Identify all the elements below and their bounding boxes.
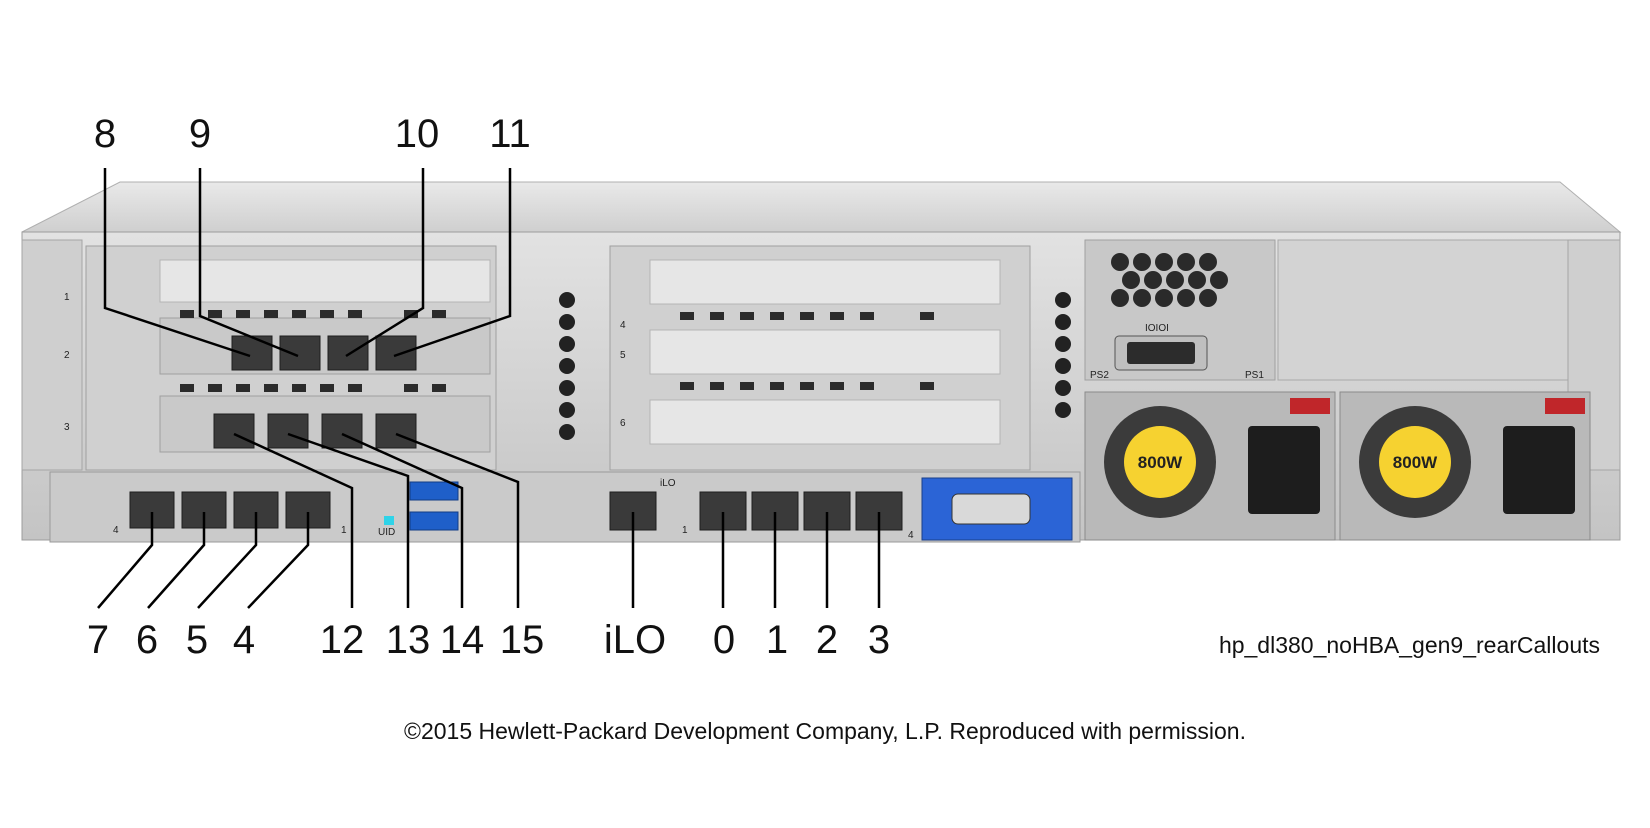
callout-14: 14 — [439, 618, 485, 662]
serial-port-socket — [1127, 342, 1195, 364]
callout-4: 4 — [232, 618, 256, 662]
slot-6-label: 6 — [620, 418, 626, 429]
fan-grille-icon — [1111, 253, 1228, 307]
callout-3: 3 — [867, 618, 891, 662]
psu-2-latch — [1290, 398, 1330, 414]
usb-port-bottom — [409, 511, 459, 531]
hex-vent-column-left — [559, 292, 575, 440]
callout-6: 6 — [135, 618, 159, 662]
leader-8 — [103, 168, 251, 358]
callout-9: 9 — [188, 112, 212, 156]
callout-12: 12 — [319, 618, 365, 662]
psu-1-power-inlet — [1503, 426, 1575, 514]
callout-7: 7 — [86, 618, 110, 662]
callout-ilo: iLO — [603, 618, 667, 662]
leader-10 — [345, 168, 425, 358]
leader-15 — [395, 432, 520, 608]
psu-1-watt-label: 800W — [1393, 453, 1438, 472]
hex-vent-column-right — [1055, 292, 1071, 418]
pcie-slot-1-cover — [159, 259, 491, 303]
slot-1-label: 1 — [64, 292, 70, 303]
callout-11: 11 — [489, 112, 531, 156]
uid-led — [384, 516, 394, 525]
leader-14 — [341, 432, 464, 608]
psu-2-fan-hub — [1124, 426, 1196, 498]
callout-10: 10 — [394, 112, 440, 156]
pcie-slot-2-card — [159, 317, 491, 375]
left-rack-ear — [21, 239, 83, 471]
callout-15: 15 — [499, 618, 545, 662]
callout-leader-lines — [97, 168, 881, 609]
leader-13 — [287, 432, 410, 608]
psu-2-watt-label: 800W — [1138, 453, 1183, 472]
chassis-top-lid — [21, 181, 1622, 233]
pcie-slot-4-cover — [649, 259, 1001, 305]
serial-label: IOIOI — [1145, 323, 1169, 334]
lom-left-4-label: 4 — [113, 525, 119, 536]
slot-5-label: 5 — [620, 350, 626, 361]
image-name-caption: hp_dl380_noHBA_gen9_rearCallouts — [1218, 632, 1600, 658]
power-supply-2 — [1084, 391, 1336, 541]
psu-2-power-inlet — [1248, 426, 1320, 514]
leader-4 — [247, 512, 310, 609]
leader-5 — [197, 512, 258, 609]
psu-1-fan-hub — [1379, 426, 1451, 498]
leader-7 — [97, 512, 154, 609]
right-blank-panel — [1277, 239, 1569, 381]
lom-right-4-label: 4 — [908, 530, 914, 541]
lower-nic-ports — [213, 413, 417, 449]
uid-label: UID — [378, 527, 395, 538]
callout-5: 5 — [185, 618, 209, 662]
callout-13: 13 — [385, 618, 431, 662]
leader-11 — [393, 168, 512, 358]
pcie-slot-6-cover — [649, 399, 1001, 445]
ilo-small-label: iLO — [660, 478, 676, 489]
slot-4-label: 4 — [620, 320, 626, 331]
slot-2-label: 2 — [64, 350, 70, 361]
ps1-label: PS1 — [1245, 370, 1264, 381]
lom-right-1-label: 1 — [682, 525, 688, 536]
vga-port — [951, 493, 1031, 525]
psu-1-latch — [1545, 398, 1585, 414]
vent-row-1 — [180, 310, 446, 318]
leader-9 — [198, 168, 299, 358]
slot-3-label: 3 — [64, 422, 70, 433]
copyright-caption: ©2015 Hewlett-Packard Development Compan… — [404, 718, 1246, 744]
leader-6 — [147, 512, 206, 609]
lom-left-1-label: 1 — [341, 525, 347, 536]
ps2-label: PS2 — [1090, 370, 1109, 381]
vent-row-2 — [180, 384, 446, 392]
leader-12 — [233, 432, 354, 608]
power-supply-1 — [1339, 391, 1591, 541]
callout-2: 2 — [815, 618, 839, 662]
pcie-slot-5-cover — [649, 329, 1001, 375]
callout-0: 0 — [712, 618, 736, 662]
vent-row-center — [680, 312, 934, 390]
callout-1: 1 — [765, 618, 789, 662]
callout-8: 8 — [93, 112, 117, 156]
usb-port-top — [409, 481, 459, 501]
